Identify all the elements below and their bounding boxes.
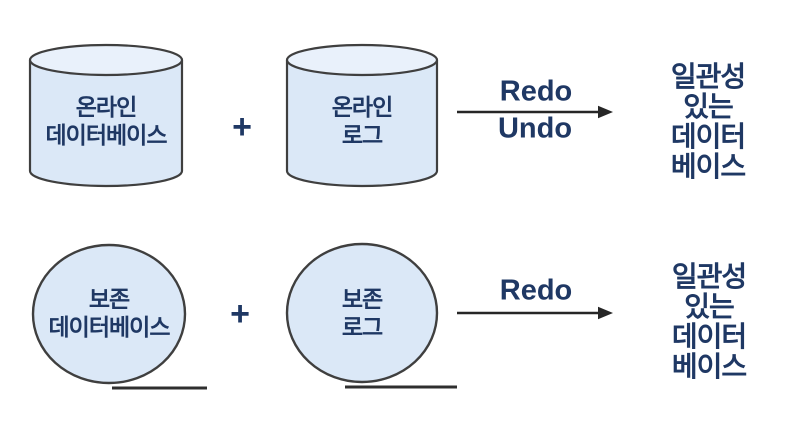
online-database-label: 온라인 데이터베이스 (45, 94, 168, 148)
online-log-cylinder-icon (285, 43, 439, 188)
archive-log-label: 보존 로그 (341, 286, 383, 340)
redo-undo-arrow-icon (457, 105, 613, 119)
online-database-cylinder-icon (28, 43, 184, 188)
online-log-label: 온라인 로그 (331, 94, 393, 148)
consistent-database-label-bottom: 일관성 있는 데이터베이스 (671, 261, 747, 382)
consistent-database-label-top: 일관성 있는 데이터베이스 (670, 61, 746, 182)
archive-database-label: 보존 데이터베이스 (48, 286, 171, 340)
redo-arrow-label-bottom: Redo (499, 274, 573, 307)
undo-arrow-label-top: Undo (497, 112, 573, 145)
redo-arrow-label-top: Redo (499, 75, 573, 108)
plus-icon-top: + (232, 108, 252, 146)
redo-arrow-icon (457, 306, 613, 320)
plus-icon-bottom: + (230, 295, 250, 333)
archive-log-reel-icon (285, 242, 457, 389)
archive-database-reel-icon (31, 243, 207, 390)
